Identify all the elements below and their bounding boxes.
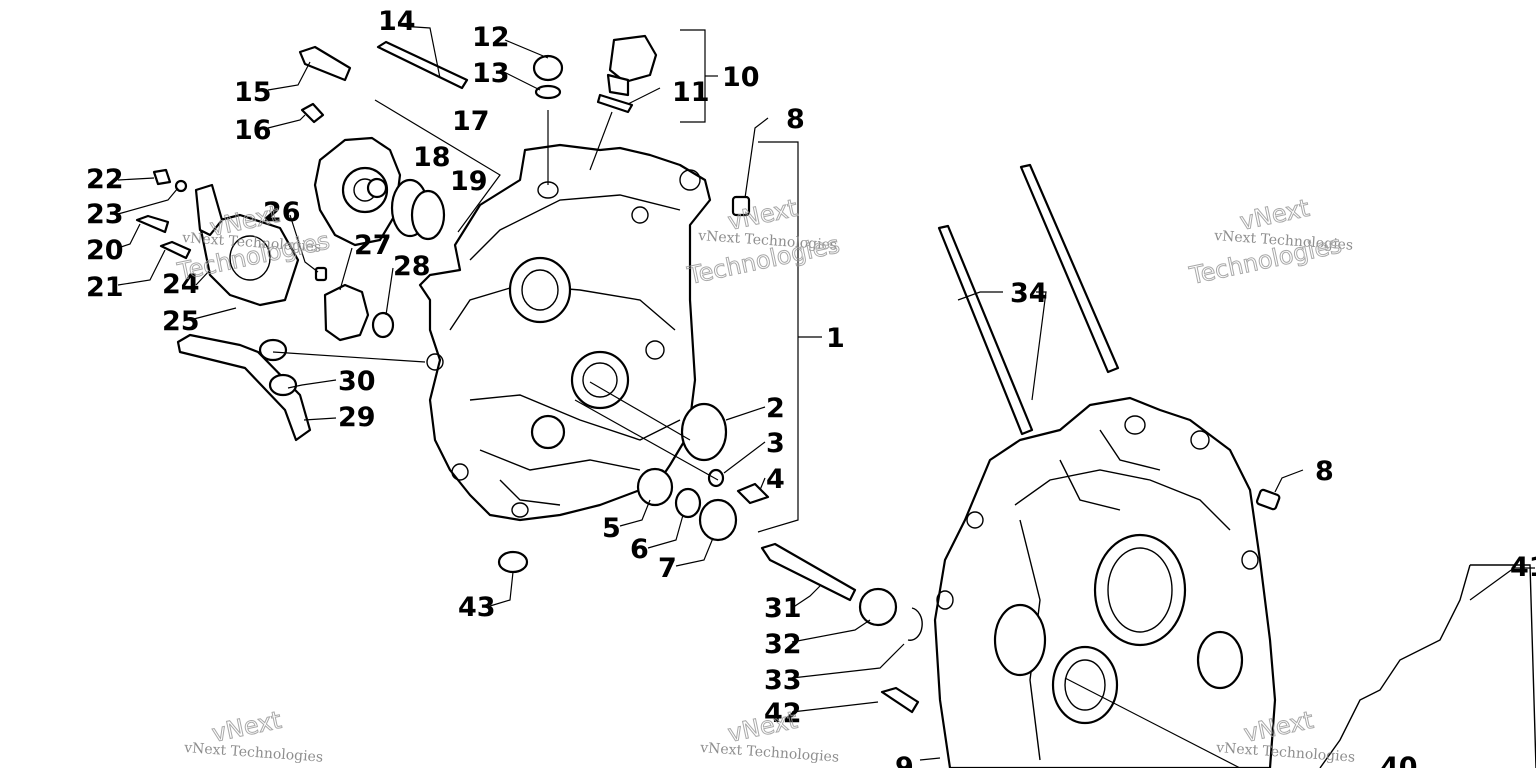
callout-33: 33	[764, 665, 802, 696]
shaft-31	[760, 542, 857, 602]
callout-7: 7	[658, 553, 677, 584]
washer-3	[707, 468, 725, 488]
impeller-27	[323, 283, 370, 342]
callout-labels: 14 12 13 10 11 15 16 17 18 19 22 23 20 2…	[86, 6, 1536, 768]
bearing-32	[858, 587, 898, 627]
stud-bolts-34	[937, 163, 1120, 436]
watermark-brand: vNext	[1237, 194, 1311, 236]
callout-28: 28	[393, 251, 431, 282]
callout-26: 26	[263, 197, 301, 228]
crankcase-half-right	[933, 396, 1277, 768]
bearing-7	[698, 498, 738, 542]
bolt-42	[880, 686, 920, 714]
drain-plug-12	[532, 54, 564, 82]
callout-4: 4	[766, 464, 785, 495]
clamp-30a	[258, 338, 288, 362]
watermark-brand: vNext	[209, 706, 283, 748]
callout-10: 10	[722, 62, 760, 93]
callout-2: 2	[766, 393, 785, 424]
callout-31: 31	[764, 593, 802, 624]
callout-8b: 8	[1315, 456, 1334, 487]
pin-26	[314, 266, 328, 282]
ring-6	[674, 487, 702, 519]
callout-21: 21	[86, 272, 124, 303]
gasket-41	[1319, 564, 1536, 768]
watermark-text: vNext Technologies	[699, 740, 840, 766]
seal-5	[636, 467, 674, 507]
callout-11: 11	[672, 77, 710, 108]
callout-34: 34	[1010, 278, 1048, 309]
washer-13	[534, 84, 562, 100]
callout-17: 17	[452, 106, 490, 137]
callout-20: 20	[86, 235, 124, 266]
callout-13: 13	[472, 58, 510, 89]
callout-24: 24	[162, 269, 200, 300]
callout-6: 6	[630, 534, 649, 565]
callout-27: 27	[354, 230, 392, 261]
callout-14: 14	[378, 6, 416, 37]
callout-1: 1	[826, 323, 845, 354]
circlip-33	[907, 607, 923, 641]
bolts-small	[135, 40, 469, 260]
callout-42: 42	[764, 698, 802, 729]
dowel-8b	[1255, 488, 1281, 511]
leader-lines	[117, 25, 1535, 768]
callout-8a: 8	[786, 104, 805, 135]
oil-filler-cap-10	[596, 34, 658, 114]
callout-43: 43	[458, 592, 496, 623]
bracket-17	[374, 99, 501, 233]
callout-5: 5	[602, 513, 621, 544]
callout-18: 18	[413, 142, 451, 173]
callout-40: 40	[1380, 752, 1418, 768]
watermarks: vNext Technologies vNext Technologies vN…	[174, 193, 1356, 766]
callout-23: 23	[86, 199, 124, 230]
bolt-4	[736, 482, 770, 505]
callout-32: 32	[764, 629, 802, 660]
callout-41: 41	[1510, 552, 1536, 583]
callout-22: 22	[86, 164, 124, 195]
water-pump-cover-17	[313, 136, 402, 247]
callout-12: 12	[472, 22, 510, 53]
watermark-text: vNext Technologies	[183, 740, 324, 766]
callout-9: 9	[895, 752, 914, 768]
water-pump-housing-25	[194, 183, 300, 307]
callout-29: 29	[338, 402, 376, 433]
clamp-30b	[268, 373, 298, 397]
callout-3: 3	[766, 428, 785, 459]
callout-30: 30	[338, 366, 376, 397]
callout-25: 25	[162, 306, 200, 337]
callout-15: 15	[234, 77, 272, 108]
plate-2	[680, 402, 728, 462]
dowel-8a	[731, 195, 751, 217]
callout-16: 16	[234, 115, 272, 146]
crankcase-cover-left	[418, 143, 712, 522]
watermark-brand: vNext	[725, 706, 799, 748]
plug-43	[497, 550, 529, 574]
oring-19	[410, 189, 446, 241]
callout-19: 19	[450, 166, 488, 197]
seal-28	[371, 311, 395, 339]
